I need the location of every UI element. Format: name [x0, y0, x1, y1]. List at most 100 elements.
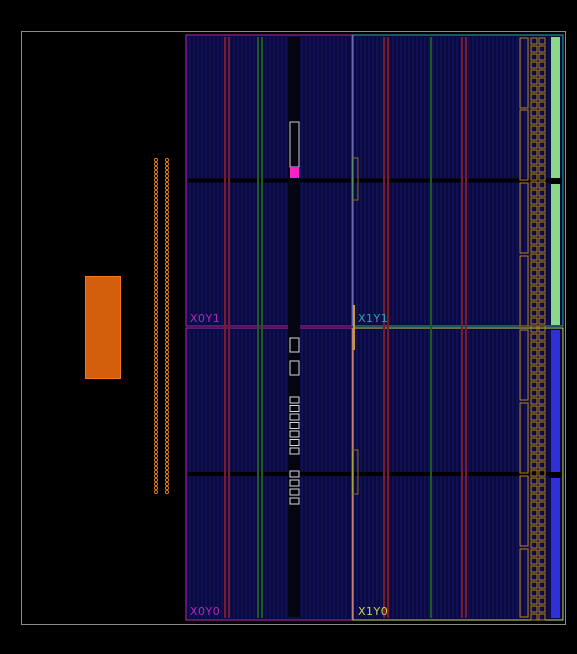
io-pad	[164, 277, 170, 283]
io-tile	[530, 525, 538, 533]
io-pad	[164, 421, 170, 427]
io-tile	[538, 421, 546, 429]
io-pad	[153, 209, 159, 215]
placed-cell-highlight	[290, 167, 299, 178]
io-tile	[538, 597, 546, 605]
io-pad	[153, 161, 159, 167]
io-pad	[164, 433, 170, 439]
io-pad	[164, 313, 170, 319]
io-tile	[538, 509, 546, 517]
io-tile	[538, 237, 546, 245]
io-tile	[530, 389, 538, 397]
io-pad	[164, 309, 170, 315]
io-tile	[538, 325, 546, 333]
io-pad	[153, 369, 159, 375]
io-tile	[530, 469, 538, 477]
io-pad	[153, 289, 159, 295]
io-pad	[164, 485, 170, 491]
io-pad	[153, 457, 159, 463]
io-pad	[153, 265, 159, 271]
io-pad	[153, 189, 159, 195]
io-tile	[530, 517, 538, 525]
io-pad	[164, 469, 170, 475]
io-tile	[538, 109, 546, 117]
io-pad	[164, 205, 170, 211]
io-pad	[153, 417, 159, 423]
io-pad	[153, 397, 159, 403]
io-tile	[538, 549, 546, 557]
io-tile	[530, 253, 538, 261]
io-tile	[538, 229, 546, 237]
io-pad	[153, 277, 159, 283]
processing-system-block[interactable]	[85, 276, 121, 379]
io-pad	[153, 273, 159, 279]
io-tile	[530, 325, 538, 333]
clock-region-x0y0[interactable]	[185, 327, 353, 621]
io-pad	[153, 453, 159, 459]
io-pad	[164, 213, 170, 219]
io-tile	[530, 333, 538, 341]
io-pad	[153, 473, 159, 479]
io-pad	[153, 361, 159, 367]
clock-buffer-top	[351, 157, 359, 201]
io-pad	[164, 473, 170, 479]
io-bank-6	[519, 475, 529, 547]
io-tile	[530, 309, 538, 317]
io-bank-2	[519, 182, 529, 254]
io-pad	[164, 249, 170, 255]
io-pad	[153, 425, 159, 431]
io-pad	[164, 481, 170, 487]
io-pad	[153, 429, 159, 435]
io-tile	[530, 189, 538, 197]
io-pad	[164, 393, 170, 399]
io-pad	[164, 489, 170, 495]
io-tile	[530, 557, 538, 565]
io-pad	[164, 333, 170, 339]
region-label-x1y0: X1Y0	[358, 605, 389, 618]
clock-region-x0y1[interactable]	[185, 34, 353, 327]
io-pad	[153, 313, 159, 319]
io-pad	[164, 317, 170, 323]
io-pad	[164, 181, 170, 187]
io-pad	[153, 185, 159, 191]
device-canvas[interactable]	[21, 31, 566, 625]
io-pad	[153, 269, 159, 275]
io-tile	[530, 613, 538, 621]
io-tile	[538, 573, 546, 581]
io-tile	[538, 181, 546, 189]
io-tile	[530, 485, 538, 493]
io-tile	[538, 613, 546, 621]
io-tile	[530, 597, 538, 605]
io-tile	[538, 293, 546, 301]
io-pad	[164, 265, 170, 271]
io-tile	[530, 381, 538, 389]
io-tile	[530, 301, 538, 309]
io-tile	[538, 605, 546, 613]
io-pad	[164, 477, 170, 483]
io-pad	[153, 437, 159, 443]
io-tile	[538, 149, 546, 157]
io-tile	[530, 261, 538, 269]
io-pad	[164, 425, 170, 431]
io-tile	[538, 189, 546, 197]
io-tile	[530, 165, 538, 173]
io-tile	[538, 37, 546, 45]
io-pad	[153, 365, 159, 371]
io-pad	[164, 253, 170, 259]
io-pad	[153, 301, 159, 307]
io-tile	[530, 461, 538, 469]
io-pad	[164, 357, 170, 363]
io-tile	[530, 429, 538, 437]
io-tile	[538, 517, 546, 525]
io-tile	[530, 277, 538, 285]
io-tile	[538, 93, 546, 101]
io-tile	[530, 397, 538, 405]
io-tile	[530, 605, 538, 613]
io-pad	[153, 461, 159, 467]
io-pad	[164, 297, 170, 303]
io-pad	[153, 245, 159, 251]
io-pad	[153, 293, 159, 299]
io-tile	[538, 381, 546, 389]
io-tile	[538, 261, 546, 269]
